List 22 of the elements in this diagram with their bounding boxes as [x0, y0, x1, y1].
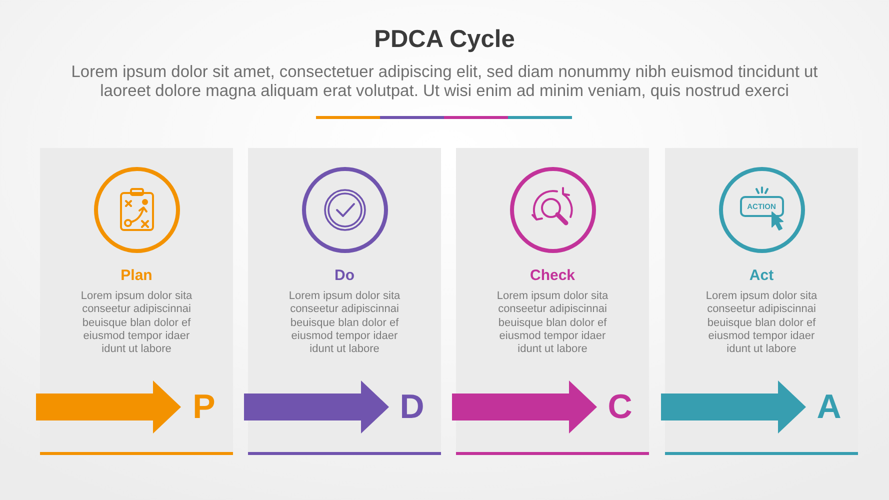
card-heading: Check: [530, 267, 576, 285]
subtitle: Lorem ipsum dolor sit amet, consectetuer adipiscing elit, sed diam nonummy nibh euismod tincidunt ut laoreet dolore magna aliquam erat volutpat. Ut wisi enim ad minim veniam, quis nostrud exerci: [70, 63, 819, 101]
step-card: [248, 148, 441, 455]
card-text: Lorem ipsum dolor sita conseetur adipiscinnai beuisque blan dolor ef eiusmod tempor idaer idunt ut labore: [288, 290, 402, 356]
step-letter: D: [389, 394, 427, 420]
card-text: Lorem ipsum dolor sita conseetur adipiscinnai beuisque blan dolor ef eiusmod tempor idaer idunt ut labore: [496, 290, 610, 356]
step-card: [456, 148, 649, 455]
block-arrow: [36, 380, 181, 434]
step-letter: A: [806, 394, 844, 420]
block-arrow: [452, 380, 597, 434]
card-heading: Act: [749, 267, 774, 285]
card-text: Lorem ipsum dolor sita conseetur adipiscinnai beuisque blan dolor ef eiusmod tempor idaer idunt ut labore: [80, 290, 194, 356]
step-letter: C: [597, 394, 635, 420]
block-arrow: [244, 380, 389, 434]
card-text: Lorem ipsum dolor sita conseetur adipiscinnai beuisque blan dolor ef eiusmod tempor idaer idunt ut labore: [704, 290, 818, 356]
card-heading: Plan: [120, 267, 152, 285]
card-heading: Do: [334, 267, 354, 285]
title: PDCA Cycle: [374, 25, 515, 55]
block-arrow: [661, 380, 806, 434]
step-card: [40, 148, 233, 455]
step-card: [665, 148, 858, 455]
step-letter: P: [181, 394, 219, 420]
